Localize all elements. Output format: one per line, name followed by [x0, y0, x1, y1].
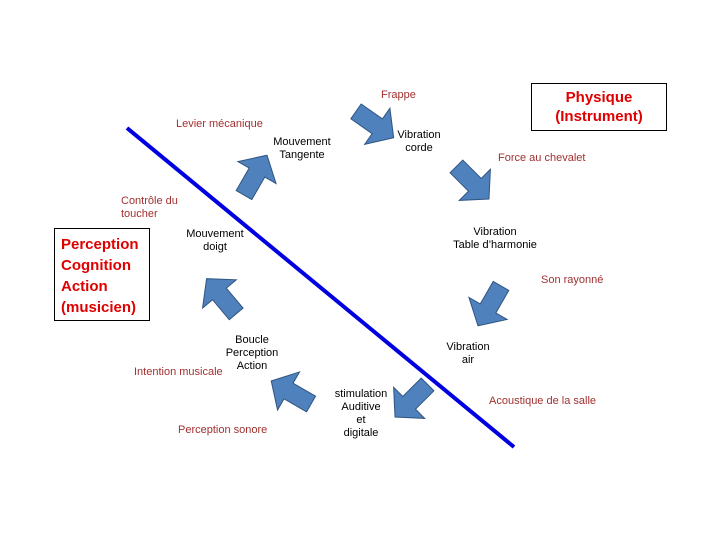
- relation-acoustique-salle: Acoustique de la salle: [489, 395, 597, 407]
- node-boucle-line-3: Action: [236, 360, 268, 372]
- arrow-son-rayonne: [468, 280, 510, 327]
- relation-force-chevalet: Force au chevalet: [498, 152, 586, 164]
- node-stimulation-line-2: Auditive: [341, 401, 381, 413]
- node-boucle-line-1: Boucle: [235, 334, 269, 346]
- perception-domain-line-1: Perception: [61, 236, 139, 253]
- node-vibration-table-line-1: Vibration: [473, 226, 517, 238]
- node-vibration-corde-line-1: Vibration: [397, 129, 441, 141]
- node-stimulation-line-3: et: [356, 414, 366, 426]
- node-vibration-table: Vibration Table d’harmonie: [453, 226, 537, 252]
- relation-intention-musicale: Intention musicale: [134, 366, 223, 378]
- physique-domain-title: Physique: [565, 89, 633, 106]
- perception-domain-line-4: (musicien): [61, 299, 137, 316]
- arrow-acoustique: [393, 377, 435, 419]
- arrow-levier-mecanique: [235, 154, 277, 201]
- node-stimulation-line-4: digitale: [343, 427, 379, 439]
- node-vibration-air-line-1: Vibration: [446, 341, 490, 353]
- arrow-force-chevalet: [449, 159, 491, 201]
- perception-domain-line-3: Action: [61, 278, 108, 295]
- node-vibration-air: Vibration air: [446, 341, 489, 367]
- perception-domain-line-2: Cognition: [61, 257, 131, 274]
- node-vibration-corde-line-2: corde: [405, 142, 433, 154]
- relation-controle-toucher: Contrôle du toucher: [121, 195, 178, 221]
- arrow-intention: [201, 278, 244, 321]
- arrow-frappe: [350, 103, 395, 146]
- node-stimulation-line-1: stimulation: [334, 388, 388, 400]
- physique-domain-subtitle: (Instrument): [555, 108, 643, 125]
- node-mouvement-tangente: Mouvement Tangente: [273, 136, 330, 162]
- node-vibration-table-line-2: Table d’harmonie: [453, 239, 537, 251]
- relation-perception-sonore: Perception sonore: [178, 424, 268, 436]
- physique-domain-box: Physique (Instrument): [531, 83, 667, 131]
- relation-frappe: Frappe: [381, 89, 416, 101]
- relation-controle-line-2: toucher: [121, 208, 158, 220]
- physics-perception-divider-line: [125, 126, 516, 449]
- node-mouvement-doigt: Mouvement doigt: [186, 228, 243, 254]
- node-boucle-perception-action: Boucle Perception Action: [226, 334, 279, 373]
- node-boucle-line-2: Perception: [225, 347, 279, 359]
- node-mouvement-tangente-line-2: Tangente: [279, 149, 325, 161]
- node-mouvement-doigt-line-1: Mouvement: [186, 228, 244, 240]
- node-mouvement-tangente-line-1: Mouvement: [273, 136, 331, 148]
- arrow-perception-sonore: [270, 371, 317, 413]
- node-vibration-corde: Vibration corde: [397, 129, 440, 155]
- relation-levier-mecanique: Levier mécanique: [176, 118, 263, 130]
- node-stimulation: stimulation Auditive et digitale: [335, 388, 388, 440]
- node-vibration-air-line-2: air: [461, 354, 475, 366]
- perception-domain-box: Perception Cognition Action (musicien): [54, 228, 150, 321]
- relation-controle-line-1: Contrôle du: [121, 195, 178, 207]
- node-mouvement-doigt-line-2: doigt: [203, 241, 227, 253]
- relation-son-rayonne: Son rayonné: [541, 274, 604, 286]
